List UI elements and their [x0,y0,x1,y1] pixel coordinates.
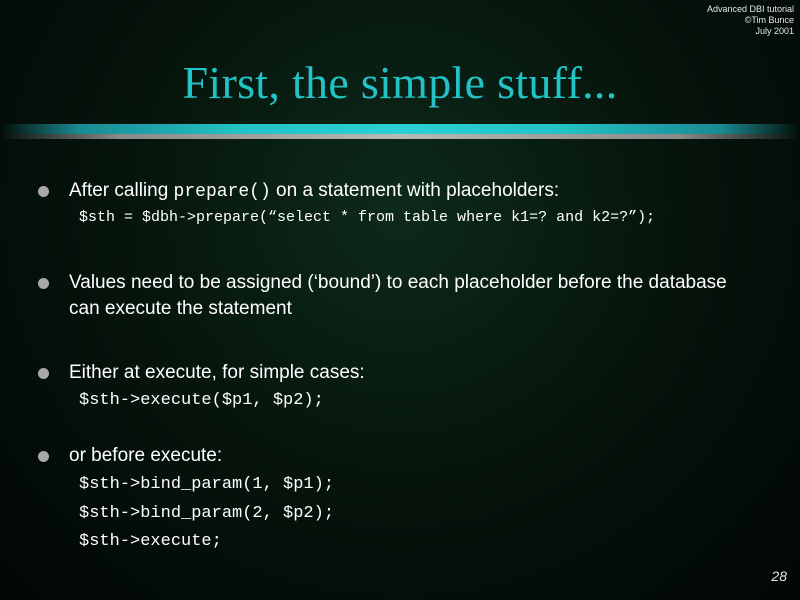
inline-code-prepare: prepare() [173,182,271,202]
title-divider-shadow [0,134,800,139]
code-execute-line: $sth->execute($p1, $p2); [79,391,324,410]
code-bind-line-1: $sth->bind_param(1, $p1); [79,475,335,494]
bullet-icon [38,451,49,462]
code-bind-line-3: $sth->execute; [79,532,222,551]
bullet-text-before: After calling [69,180,174,201]
bullet-text: After calling prepare() on a statement w… [69,178,749,205]
bullet-icon [38,186,49,197]
meta-date: July 2001 [755,26,794,36]
bullet-text: or before execute: [69,445,223,466]
page-number: 28 [771,568,787,584]
code-prepare-line: $sth = $dbh->prepare(“select * from tabl… [79,209,656,226]
slide-meta: Advanced DBI tutorial ©Tim Bunce July 20… [707,4,794,37]
bullet-text-after: on a statement with placeholders: [270,180,560,201]
slide-title: First, the simple stuff... [182,57,618,108]
meta-author: ©Tim Bunce [744,15,794,25]
title-divider [0,124,800,134]
bullet-text: Values need to be assigned (‘bound’) to … [69,272,727,319]
meta-tutorial-title: Advanced DBI tutorial [706,4,794,14]
bullet-text: Either at execute, for simple cases: [69,362,365,383]
bullet-icon [38,278,49,289]
code-bind-line-2: $sth->bind_param(2, $p2); [79,504,335,523]
bullet-icon [38,368,49,379]
